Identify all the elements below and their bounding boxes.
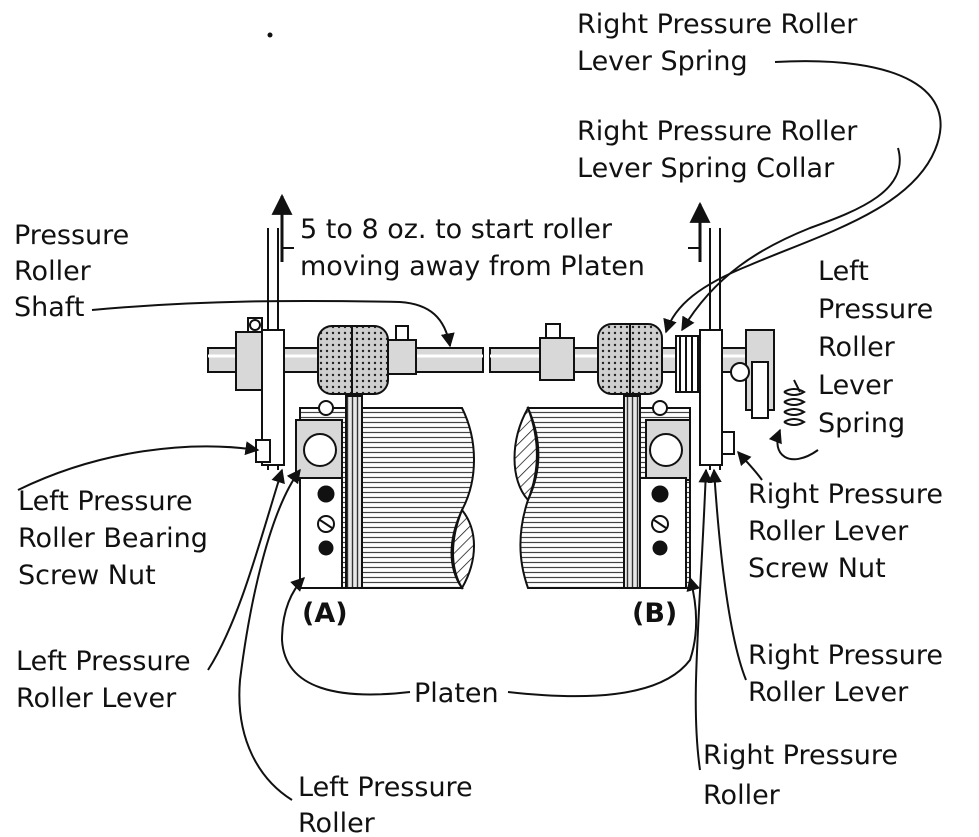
right-assembly (489, 228, 806, 589)
label-left-bearing-nut: Left Pressure Roller Bearing Screw Nut (18, 486, 217, 591)
label-view-a: (A) (302, 598, 348, 629)
left-gear-strip (345, 395, 363, 589)
label-left-lever: Left Pressure Roller Lever (16, 646, 199, 714)
label-left-lever-spring: Left Pressure Roller Lever Spring (818, 256, 942, 439)
label-view-b: (B) (632, 598, 677, 629)
labels: Right Pressure Roller Lever Spring Right… (14, 9, 952, 837)
label-left-roller: Left Pressure Roller (298, 772, 481, 837)
label-force-note: 5 to 8 oz. to start roller moving away f… (300, 214, 645, 282)
label-right-lever-nut: Right Pressure Roller Lever Screw Nut (748, 479, 952, 584)
label-right-lever: Right Pressure Roller Lever (748, 640, 952, 708)
label-right-spring-collar: Right Pressure Roller Lever Spring Colla… (577, 116, 866, 184)
stray-dot (267, 32, 273, 38)
label-right-lever-spring: Right Pressure Roller Lever Spring (577, 9, 866, 77)
label-platen: Platen (414, 678, 499, 709)
right-lever-plate (699, 329, 723, 466)
label-pressure-roller-shaft: Pressure Roller Shaft (14, 220, 138, 323)
left-lever-spring-coil (783, 388, 806, 426)
left-lever-plate (261, 329, 285, 466)
label-right-roller: Right Pressure Roller (703, 740, 907, 811)
leader-lines (17, 60, 942, 801)
force-arrows (271, 193, 711, 262)
right-gear-strip (623, 395, 641, 589)
left-assembly (207, 228, 484, 590)
